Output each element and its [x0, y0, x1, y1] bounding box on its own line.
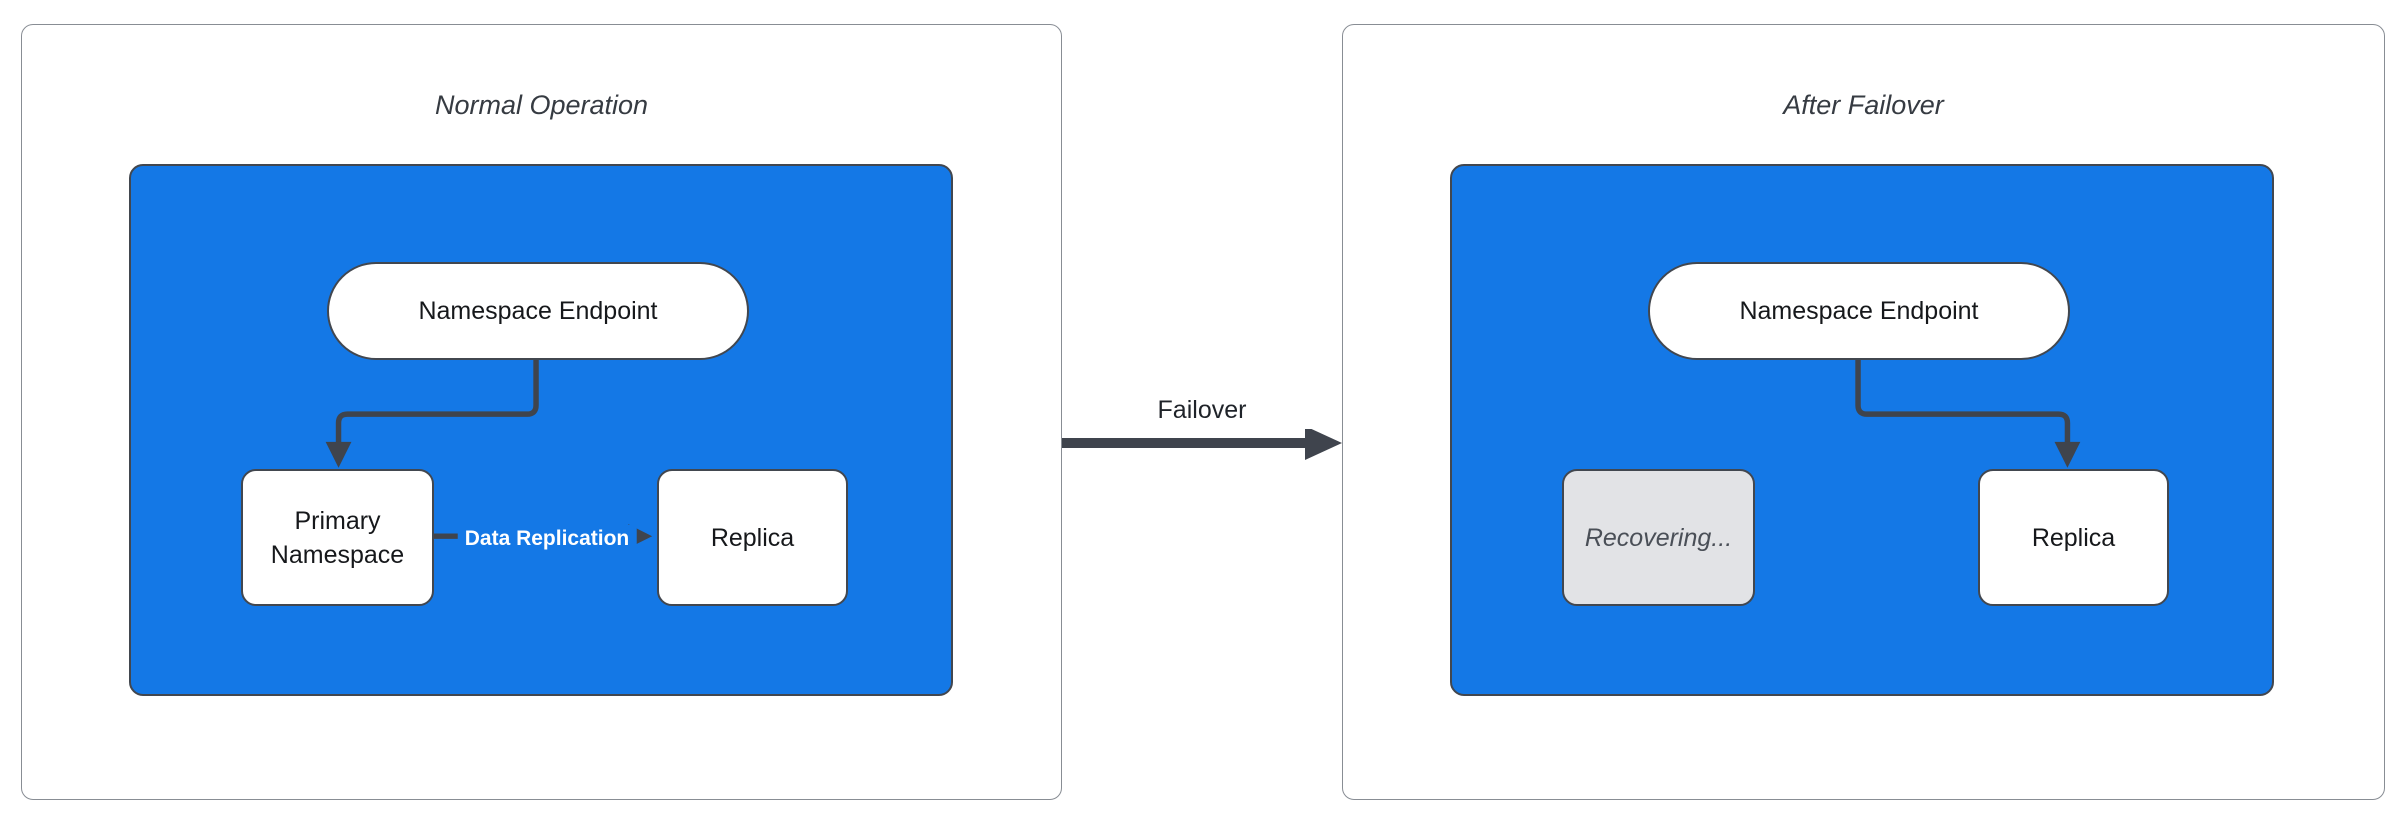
endpoint-to-primary-arrowhead	[325, 441, 352, 468]
panel-normal-operation: Normal Operation Namespace Endpoint Prim…	[21, 24, 1062, 800]
node-namespace-endpoint-after-label: Namespace Endpoint	[1739, 296, 1979, 325]
node-namespace-endpoint-label: Namespace Endpoint	[418, 296, 658, 325]
cluster-container-after: Namespace Endpoint Recovering... Replica	[1450, 164, 2274, 696]
node-namespace-endpoint: Namespace Endpoint	[327, 262, 749, 360]
failover-transition: Failover	[1062, 396, 1342, 462]
node-recovering: Recovering...	[1562, 469, 1755, 606]
endpoint-to-replica-arrow	[1855, 354, 2071, 448]
panel-title-after-failover: After Failover	[1783, 90, 1944, 120]
arrows-normal	[325, 354, 653, 549]
node-namespace-endpoint-after: Namespace Endpoint	[1648, 262, 2070, 360]
panel-after-failover: After Failover Namespace Endpoint Recove…	[1342, 24, 2385, 800]
endpoint-to-primary-arrow	[335, 354, 539, 448]
panel-title-normal-operation: Normal Operation	[434, 90, 649, 120]
cluster-container-normal: Namespace Endpoint Primary Namespace Rep…	[129, 164, 953, 696]
failover-label: Failover	[1157, 396, 1247, 424]
node-primary-namespace: Primary Namespace	[241, 469, 434, 606]
arrows-after	[1855, 354, 2081, 468]
node-replica-normal: Replica	[657, 469, 848, 606]
node-replica-after: Replica	[1978, 469, 2169, 606]
node-replica-after-label: Replica	[2031, 523, 2116, 552]
endpoint-to-replica-arrowhead	[2054, 441, 2081, 468]
edge-label-data-replication: Data Replication	[457, 525, 637, 553]
failover-arrow	[1062, 429, 1342, 460]
node-recovering-label: Recovering...	[1584, 523, 1733, 552]
node-replica-normal-label: Replica	[710, 523, 795, 552]
node-primary-namespace-label: Primary Namespace	[270, 506, 405, 569]
